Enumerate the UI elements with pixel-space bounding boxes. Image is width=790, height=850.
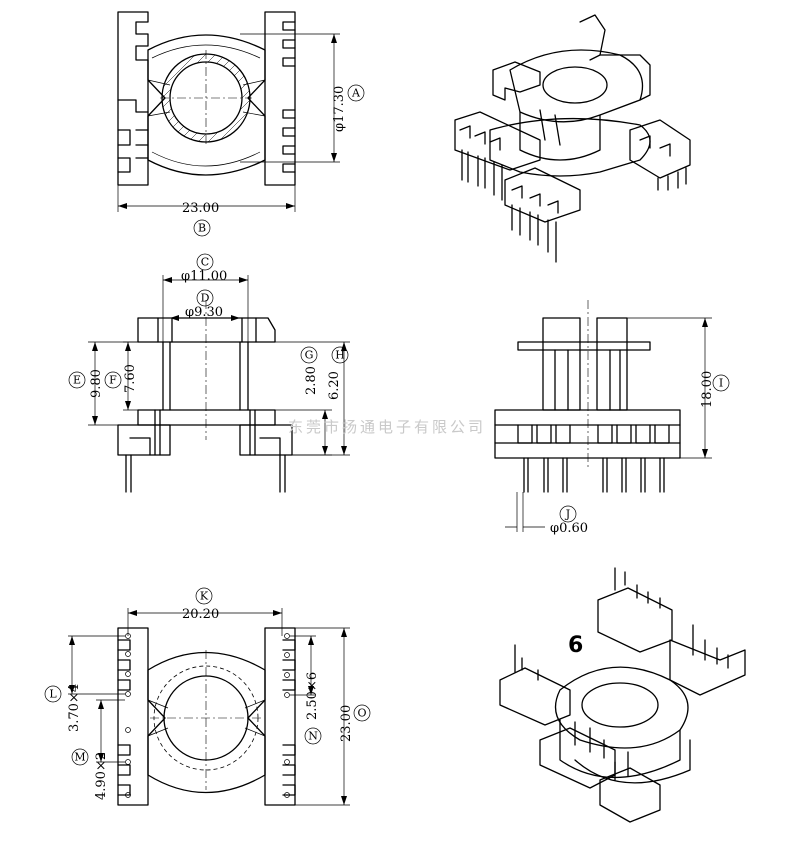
dim-n-tag: N — [308, 730, 318, 743]
dim-h-tag: H — [335, 349, 345, 362]
dim-d-text: φ9.30 — [185, 305, 223, 320]
dim-a-tag: A — [351, 87, 361, 100]
dim-e-tag: E — [73, 374, 81, 387]
side-view: 18.00 I φ0.60 J — [494, 300, 730, 536]
dim-o-tag: O — [357, 707, 366, 720]
dim-c-text: φ11.00 — [181, 269, 227, 284]
dim-k-text: 20.20 — [182, 607, 219, 622]
isometric-view-top — [454, 14, 691, 263]
dim-j-tag: J — [565, 508, 570, 521]
dim-f-text: 7.60 — [123, 364, 138, 393]
dim-j-text: φ0.60 — [550, 521, 588, 536]
front-view: φ11.00 C φ9.30 D 9.80 E 7.60 F 2.80 G 6.… — [68, 253, 350, 493]
dim-m-text: 4.90×2 — [94, 752, 109, 800]
dim-g-text: 2.80 — [304, 366, 319, 395]
dim-d-tag: D — [201, 292, 210, 305]
isometric-view-bottom: 6 — [499, 567, 746, 823]
dim-i-text: 18.00 — [700, 371, 715, 408]
dim-m-tag: M — [74, 751, 85, 764]
watermark-text: 东莞市扬通电子有限公司 — [288, 418, 486, 436]
top-view: φ17.30 A 23.00 B — [117, 11, 365, 237]
dim-b-tag: B — [198, 222, 206, 235]
dim-a-text: φ17.30 — [332, 86, 347, 132]
dim-g-tag: G — [305, 349, 314, 362]
pin-count-label: 6 — [568, 633, 583, 658]
dim-e-text: 9.80 — [89, 369, 104, 398]
dim-n-text: 2.50×6 — [305, 672, 320, 720]
dim-b-text: 23.00 — [182, 201, 219, 216]
dim-k-tag: K — [200, 590, 209, 603]
dim-l-tag: L — [49, 688, 57, 701]
dim-c-tag: C — [201, 256, 209, 269]
dim-o-text: 23.00 — [339, 705, 354, 742]
dim-h-text: 6.20 — [327, 371, 342, 400]
dim-f-tag: F — [109, 374, 117, 387]
dim-i-tag: I — [719, 377, 723, 390]
bottom-view: 20.20 K 3.70×4 L 4.90×2 M 2.50×6 N 23.00… — [44, 587, 371, 806]
dim-l-text: 3.70×4 — [67, 684, 82, 732]
